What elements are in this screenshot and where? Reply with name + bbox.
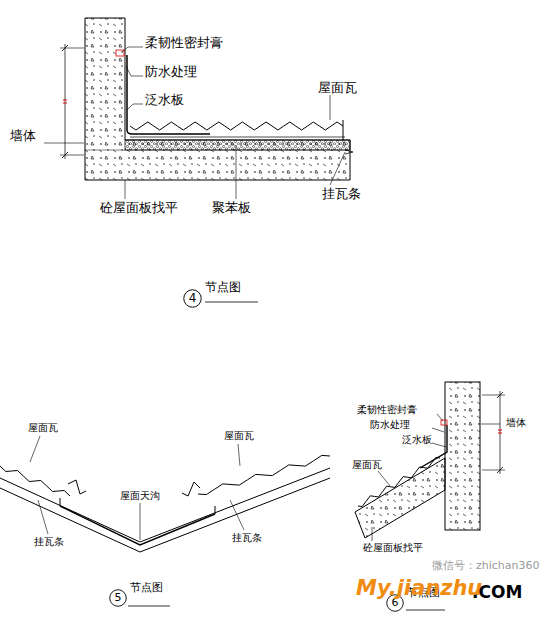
polystyrene-board	[125, 140, 350, 150]
watermark: 微信号：zhichan360	[432, 560, 540, 572]
part-label: 墙体	[10, 129, 36, 143]
detail-title: 节点图	[130, 579, 163, 597]
part-label: 泛水板	[402, 434, 432, 445]
part-label: 挂瓦条	[322, 187, 361, 201]
valley-gutter	[60, 506, 215, 545]
wall-and-slab	[85, 18, 350, 180]
roof-tile	[0, 466, 70, 496]
part-label: 屋面瓦	[352, 459, 382, 470]
part-label: 屋面瓦	[318, 81, 357, 95]
part-label: 聚苯板	[212, 201, 251, 215]
roof-tile	[130, 122, 343, 130]
part-label: 屋面瓦	[28, 422, 58, 433]
part-label: 泛水板	[145, 93, 184, 107]
detail-number: 4节点图	[183, 289, 202, 308]
detail-title: 节点图	[205, 278, 241, 297]
part-label: 屋面天沟	[120, 490, 160, 501]
flashing	[420, 425, 447, 468]
detail-number-text: 4	[183, 289, 202, 308]
part-label: 挂瓦条	[232, 532, 262, 543]
watermark: My.jianzhu	[356, 577, 482, 600]
sealant	[116, 50, 124, 56]
flashing	[127, 55, 210, 134]
part-label: 砼屋面板找平	[363, 542, 423, 553]
roof-tile	[198, 455, 330, 494]
watermark: .COM	[472, 583, 522, 602]
part-label: 砼屋面板找平	[100, 201, 178, 215]
part-label: 挂瓦条	[34, 536, 64, 547]
part-label: 柔韧性密封膏	[357, 404, 417, 415]
part-label: 柔韧性密封膏	[145, 36, 223, 50]
part-label: 防水处理	[370, 419, 410, 430]
detail-number-text: 5	[109, 589, 127, 607]
wall	[445, 382, 480, 530]
slab	[355, 458, 445, 538]
part-label: 防水处理	[145, 65, 197, 79]
detail-number: 5节点图	[109, 589, 127, 607]
part-label: 屋面瓦	[224, 430, 254, 441]
part-label: 墙体	[506, 417, 526, 428]
